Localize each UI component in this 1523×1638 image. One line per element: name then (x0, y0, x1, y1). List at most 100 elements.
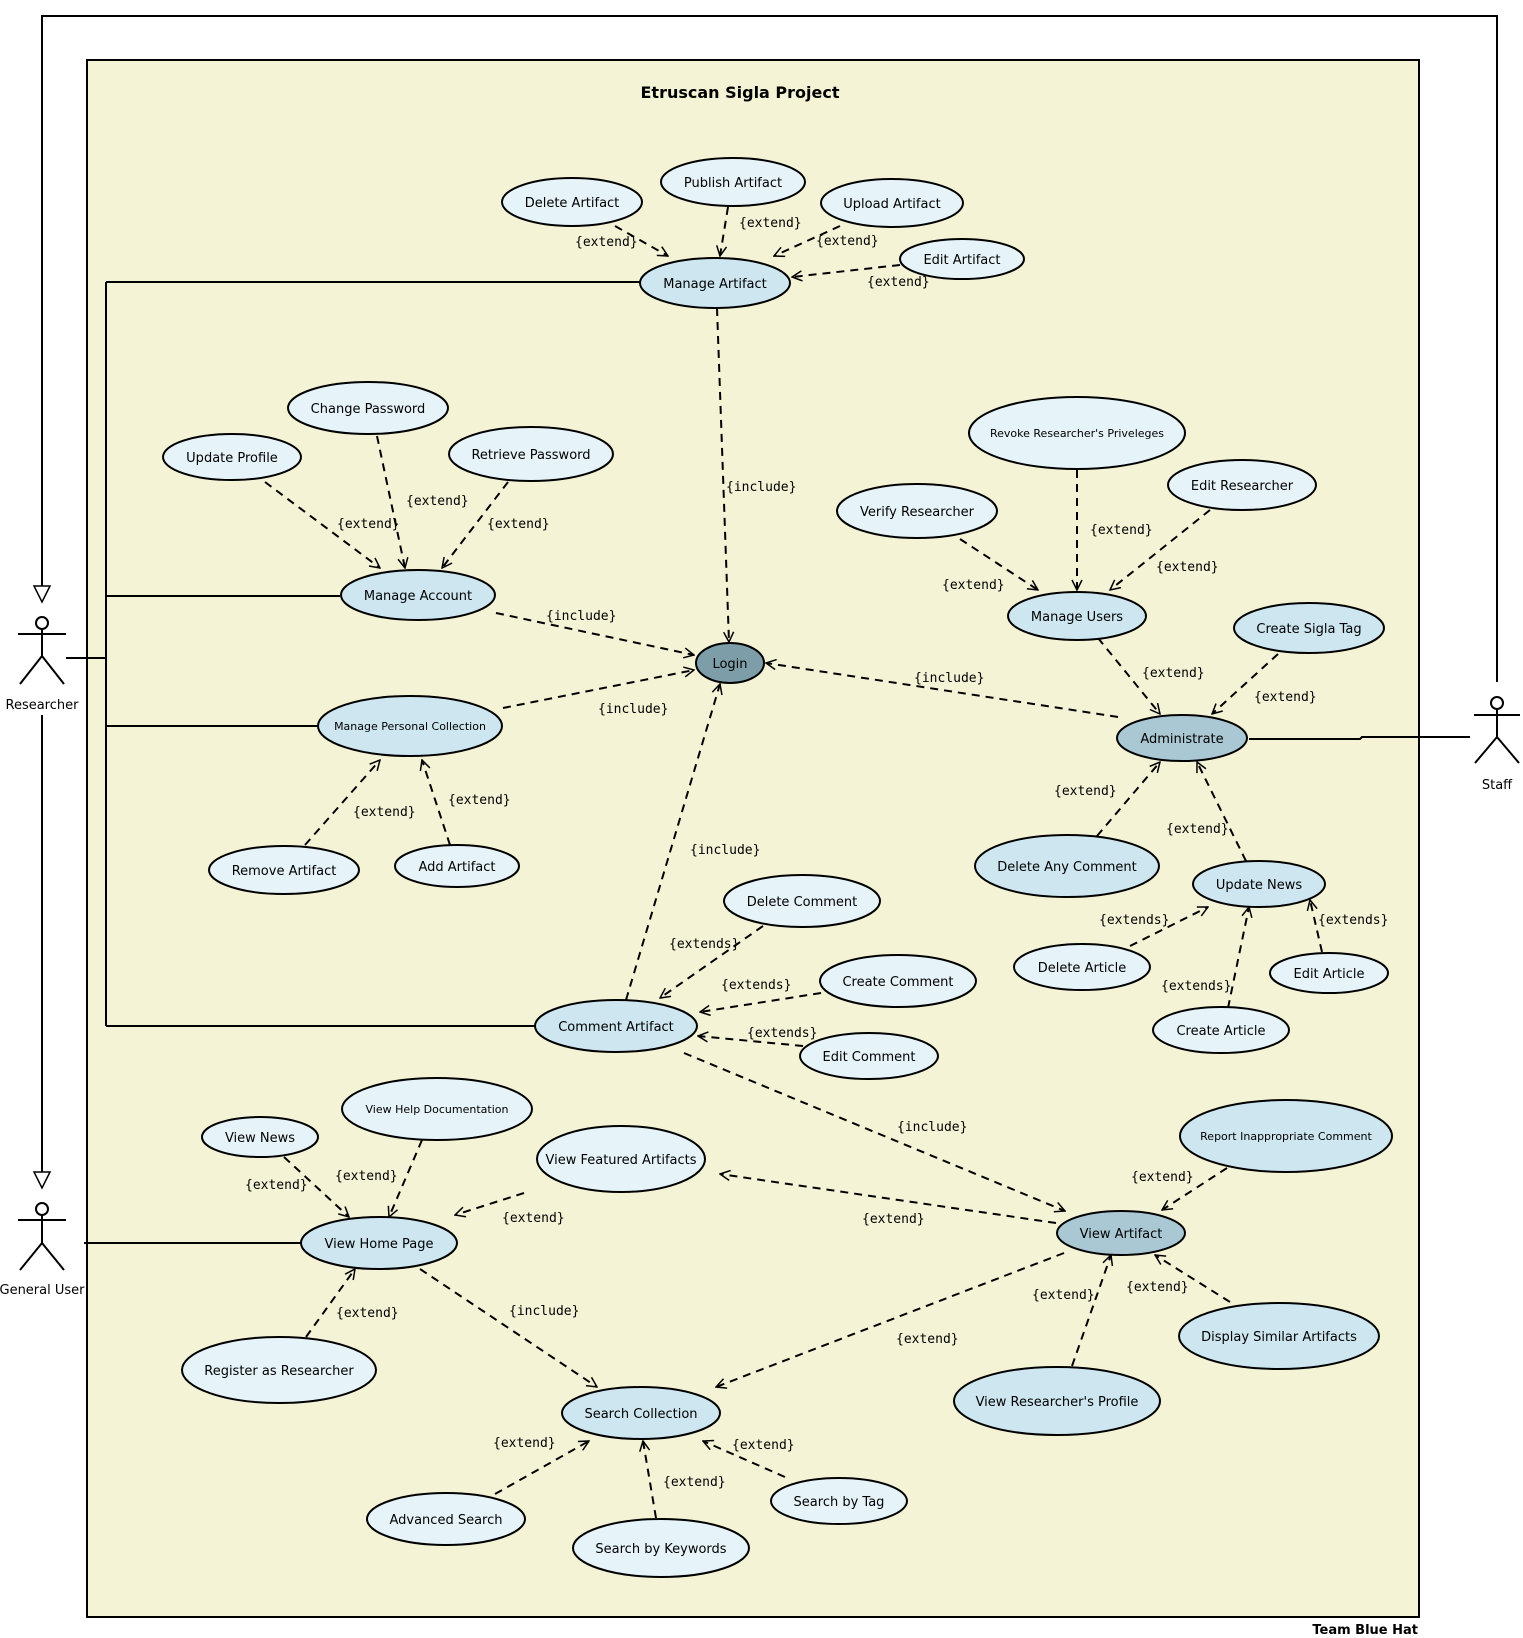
usecase-label: Manage Account (364, 589, 472, 604)
stick-figure-icon (1474, 709, 1520, 764)
usecase-label: Search by Tag (794, 1495, 885, 1510)
usecase-delete-comment[interactable]: Delete Comment (723, 874, 881, 928)
usecase-display-similar-artifacts[interactable]: Display Similar Artifacts (1178, 1302, 1380, 1370)
usecase-label: Edit Researcher (1191, 479, 1294, 494)
usecase-view-artifact[interactable]: View Artifact (1056, 1210, 1186, 1256)
usecase-retrieve-password[interactable]: Retrieve Password (448, 426, 614, 482)
usecase-update-profile[interactable]: Update Profile (162, 433, 302, 481)
actor-label: Staff (1482, 778, 1513, 793)
usecase-view-home-page[interactable]: View Home Page (300, 1216, 458, 1270)
usecase-verify-researcher[interactable]: Verify Researcher (836, 483, 998, 539)
usecase-search-by-keywords[interactable]: Search by Keywords (572, 1518, 750, 1578)
usecase-login[interactable]: Login (695, 642, 765, 684)
rel-label-5: {include} (726, 480, 796, 495)
rel-label-31: {extend} (1032, 1288, 1095, 1303)
rel-label-30: {extend} (862, 1212, 925, 1227)
stick-figure-icon (18, 629, 66, 685)
rel-label-23: {extends} (1318, 913, 1388, 928)
use-cases: Delete Artifact Publish Artifact Upload … (162, 157, 1393, 1578)
usecase-search-collection[interactable]: Search Collection (561, 1386, 721, 1440)
usecase-label: Register as Researcher (204, 1364, 354, 1379)
usecase-manage-personal-collection[interactable]: Manage Personal Collection (317, 695, 503, 757)
usecase-create-comment[interactable]: Create Comment (819, 954, 977, 1008)
usecase-label: Edit Article (1293, 967, 1364, 982)
usecase-label: Delete Comment (747, 895, 858, 910)
rel-label-12: {extend} (448, 793, 511, 808)
rel-label-4: {extend} (867, 275, 930, 290)
rel-label-19: {extend} (1254, 690, 1317, 705)
dependency-lines (264, 206, 1323, 1519)
usecase-publish-artifact[interactable]: Publish Artifact (660, 157, 806, 207)
usecase-label: Upload Artifact (843, 197, 940, 212)
usecase-edit-artifact[interactable]: Edit Artifact (899, 238, 1025, 280)
usecase-label: Edit Comment (823, 1050, 916, 1065)
usecase-label: Search Collection (584, 1407, 697, 1422)
usecase-edit-article[interactable]: Edit Article (1269, 952, 1389, 994)
usecase-label: View News (225, 1131, 295, 1146)
usecase-remove-artifact[interactable]: Remove Artifact (208, 845, 360, 895)
actor-label: Researcher (6, 698, 80, 713)
usecase-advanced-search[interactable]: Advanced Search (366, 1492, 526, 1546)
usecase-label: View Home Page (325, 1237, 434, 1252)
rel-label-34: {extend} (245, 1178, 308, 1193)
usecase-label: Revoke Researcher's Priveleges (990, 427, 1164, 440)
usecase-search-by-tag[interactable]: Search by Tag (770, 1477, 908, 1525)
usecase-view-news[interactable]: View News (201, 1116, 319, 1158)
usecase-delete-article[interactable]: Delete Article (1013, 943, 1151, 991)
rel-label-18: {extend} (1142, 666, 1205, 681)
usecase-delete-any-comment[interactable]: Delete Any Comment (974, 834, 1160, 898)
rel-label-36: {extend} (502, 1211, 565, 1226)
actor-staff[interactable]: Staff (1474, 696, 1520, 793)
usecase-register-as-researcher[interactable]: Register as Researcher (181, 1336, 377, 1404)
stick-figure-icon (18, 1215, 66, 1271)
usecase-view-researchers-profile[interactable]: View Researcher's Profile (953, 1366, 1161, 1436)
usecase-create-article[interactable]: Create Article (1152, 1006, 1290, 1054)
rel-label-24: {extends} (1161, 979, 1231, 994)
usecase-label: Delete Artifact (525, 196, 620, 211)
generalization-lines (32, 15, 1498, 1190)
actor-researcher[interactable]: Researcher (6, 616, 80, 713)
rel-label-40: {extend} (663, 1475, 726, 1490)
usecase-label: Manage Users (1031, 610, 1123, 625)
usecase-label: Create Sigla Tag (1256, 622, 1361, 637)
usecase-report-inappropriate-comment[interactable]: Report Inappropriate Comment (1179, 1099, 1393, 1173)
usecase-label: Update Profile (186, 451, 278, 466)
usecase-revoke-privileges[interactable]: Revoke Researcher's Priveleges (968, 396, 1186, 470)
usecase-view-featured-artifacts[interactable]: View Featured Artifacts (536, 1125, 706, 1193)
usecase-view-help-documentation[interactable]: View Help Documentation (341, 1077, 533, 1141)
rel-label-35: {extend} (335, 1169, 398, 1184)
actor-general-user[interactable]: General User (0, 1202, 85, 1298)
rel-label-6: {extend} (337, 517, 400, 532)
usecase-manage-artifact[interactable]: Manage Artifact (639, 257, 791, 309)
usecase-label: Report Inappropriate Comment (1200, 1130, 1372, 1143)
rel-label-25: {extends} (669, 937, 739, 952)
usecase-edit-researcher[interactable]: Edit Researcher (1167, 459, 1317, 511)
usecase-label: Create Article (1176, 1024, 1265, 1039)
usecase-label: Comment Artifact (558, 1020, 674, 1035)
rel-label-11: {extend} (353, 805, 416, 820)
usecase-delete-artifact[interactable]: Delete Artifact (501, 177, 643, 227)
usecase-create-sigla-tag[interactable]: Create Sigla Tag (1233, 602, 1385, 654)
usecase-change-password[interactable]: Change Password (287, 381, 449, 435)
system-title: Etruscan Sigla Project (640, 83, 839, 102)
usecase-label: Create Comment (842, 975, 953, 990)
usecase-label: View Artifact (1080, 1227, 1163, 1242)
usecase-add-artifact[interactable]: Add Artifact (394, 844, 520, 888)
usecase-comment-artifact[interactable]: Comment Artifact (534, 999, 698, 1053)
usecase-label: Verify Researcher (860, 505, 975, 520)
rel-label-39: {extend} (493, 1436, 556, 1451)
actor-head-icon (35, 616, 49, 630)
rel-label-15: {extend} (942, 578, 1005, 593)
usecase-administrate[interactable]: Administrate (1116, 714, 1248, 762)
usecase-edit-comment[interactable]: Edit Comment (799, 1032, 939, 1080)
usecase-label: Search by Keywords (595, 1542, 726, 1557)
rel-label-20: {extend} (1054, 784, 1117, 799)
rel-label-21: {extend} (1166, 822, 1229, 837)
actor-label: General User (0, 1283, 85, 1298)
usecase-upload-artifact[interactable]: Upload Artifact (820, 178, 964, 228)
usecase-manage-users[interactable]: Manage Users (1007, 591, 1147, 641)
usecase-update-news[interactable]: Update News (1192, 860, 1326, 908)
usecase-manage-account[interactable]: Manage Account (340, 569, 496, 621)
usecase-label: Delete Article (1038, 961, 1127, 976)
